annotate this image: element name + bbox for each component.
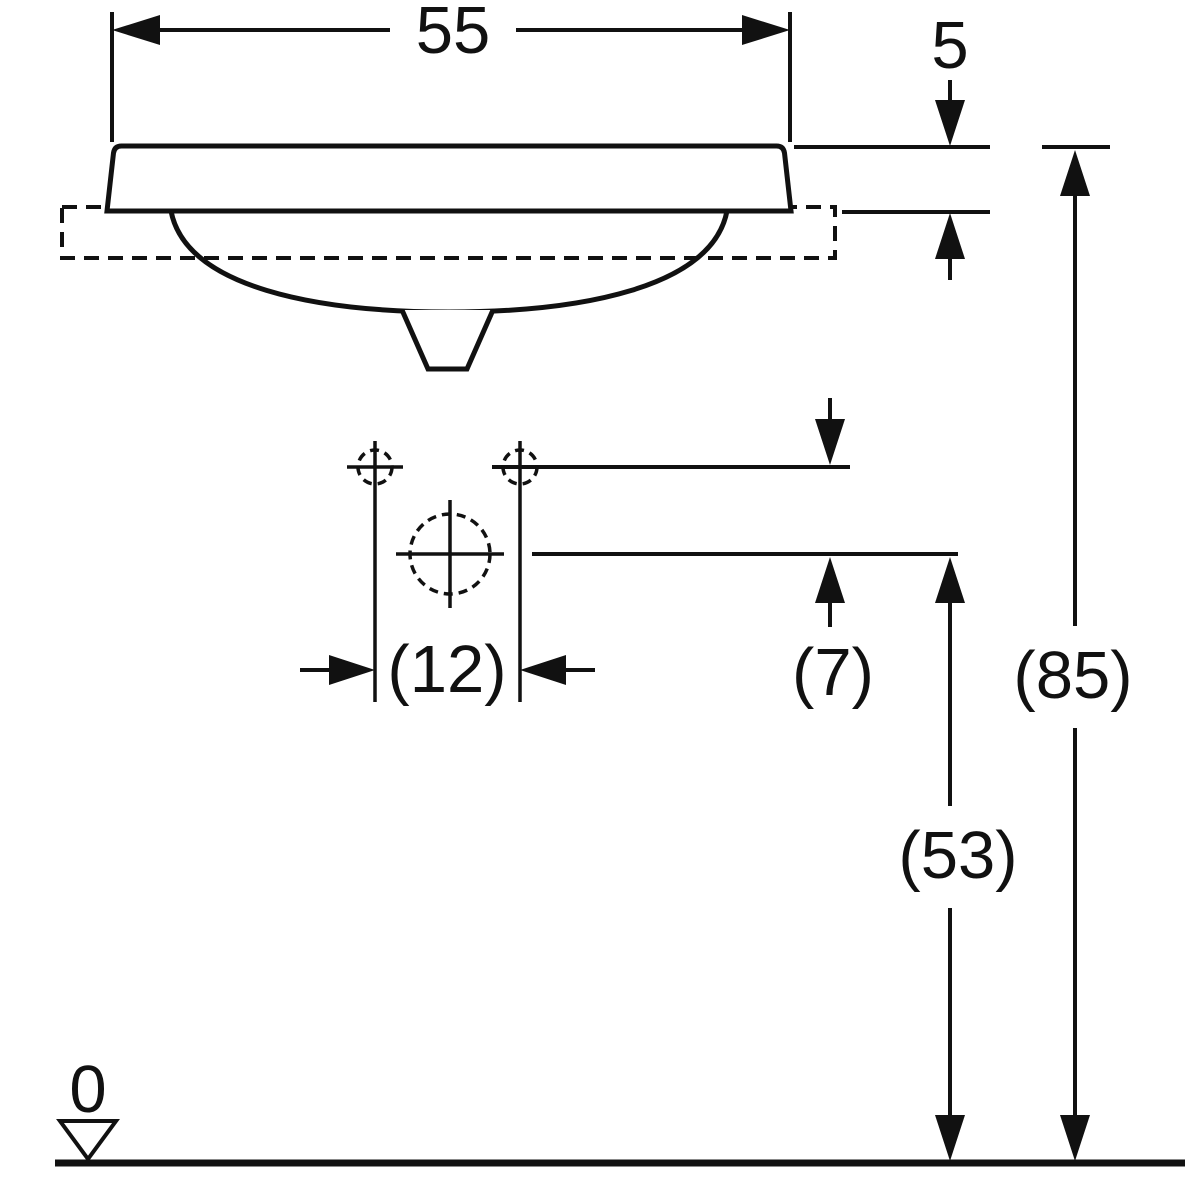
arrow-right-icon	[742, 15, 790, 45]
dim-overall-height: (85)	[1013, 145, 1133, 1161]
dim-trap-height-label: (53)	[898, 818, 1017, 893]
drain-center-mark	[396, 500, 958, 608]
dim-width-label: 55	[416, 0, 491, 68]
basin-rim-outline	[104, 143, 794, 214]
dim-trap-height: (53)	[898, 557, 1018, 1161]
dim-width: 55	[110, 0, 792, 142]
dim-tap-spacing: (12)	[300, 632, 595, 707]
dim-rim-height: 5	[794, 8, 990, 280]
tap-hole-circle-icon	[501, 448, 539, 486]
arrow-up-icon	[1060, 150, 1090, 196]
drain-circle-icon	[408, 512, 492, 596]
datum-zero: 0	[56, 1052, 120, 1163]
arrow-left-icon	[112, 15, 160, 45]
arrow-down-icon	[935, 1115, 965, 1161]
arrow-up-icon	[935, 557, 965, 603]
dim-tap-spacing-label: (12)	[387, 632, 506, 707]
arrow-down-icon	[935, 100, 965, 146]
dim-tap-drop-label: (7)	[792, 635, 874, 710]
tap-hole-left	[347, 441, 403, 702]
basin-bowl-outline	[168, 210, 730, 315]
arrow-right-icon	[329, 655, 375, 685]
datum-triangle-icon	[56, 1119, 120, 1163]
datum-label: 0	[69, 1052, 106, 1127]
dim-rim-height-label: 5	[931, 8, 968, 83]
arrow-up-icon	[935, 213, 965, 259]
drain-outlet-outline	[399, 308, 496, 372]
dim-tap-drop: (7)	[792, 398, 874, 710]
arrow-down-icon	[815, 419, 845, 465]
dim-overall-height-label: (85)	[1013, 638, 1132, 713]
tap-hole-right	[492, 441, 850, 702]
arrow-left-icon	[520, 655, 566, 685]
arrow-up-icon	[815, 557, 845, 603]
arrow-down-icon	[1060, 1115, 1090, 1161]
tap-hole-circle-icon	[356, 448, 394, 486]
